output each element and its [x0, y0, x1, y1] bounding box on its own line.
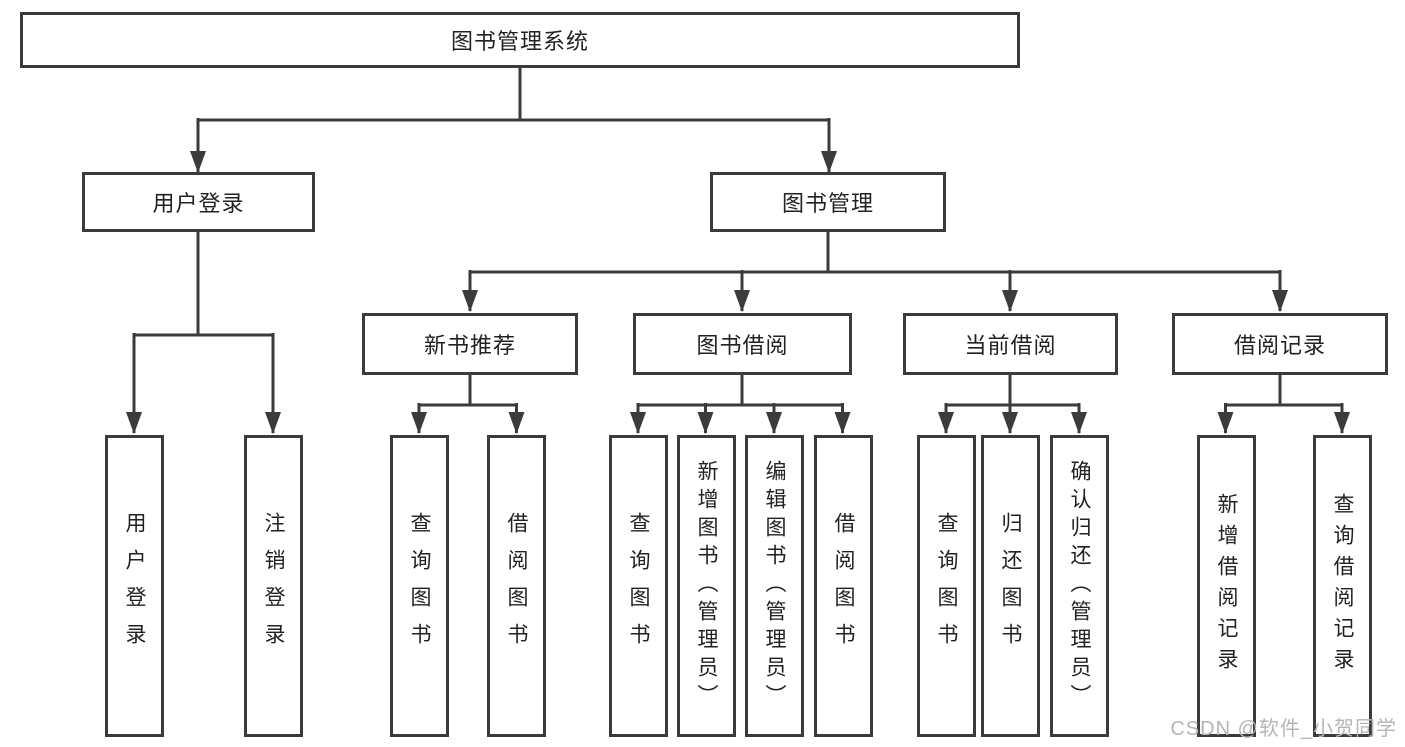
leaf-current-return-books-label: 归还图书: [999, 512, 1022, 660]
node-current-borrow: 当前借阅: [903, 313, 1118, 375]
leaf-current-confirm-return-admin: 确认归还（管理员）: [1050, 435, 1109, 737]
node-user-login: 用户登录: [82, 172, 315, 232]
node-book-borrow: 图书借阅: [633, 313, 852, 375]
node-current-borrow-label: 当前借阅: [964, 333, 1057, 358]
node-root-label: 图书管理系统: [450, 29, 589, 54]
leaf-recommend-borrow-books-label: 借阅图书: [505, 512, 528, 660]
leaf-records-query-record-label: 查询借阅记录: [1331, 493, 1354, 679]
leaf-borrow-query-books: 查询图书: [609, 435, 668, 737]
node-borrow-records-label: 借阅记录: [1233, 333, 1326, 358]
leaf-user-login: 用户登录: [105, 435, 164, 737]
node-root: 图书管理系统: [20, 12, 1020, 68]
watermark: CSDN @软件_小贺同学: [1170, 718, 1397, 740]
leaf-records-query-record: 查询借阅记录: [1313, 435, 1372, 737]
node-borrow-records: 借阅记录: [1172, 313, 1388, 375]
leaf-records-add-record-label: 新增借阅记录: [1215, 493, 1238, 679]
leaf-borrow-query-books-label: 查询图书: [627, 512, 650, 660]
leaf-recommend-query-books-label: 查询图书: [408, 512, 431, 660]
leaf-current-return-books: 归还图书: [981, 435, 1040, 737]
leaf-borrow-add-books-admin-label: 新增图书（管理员）: [695, 460, 718, 712]
leaf-borrow-edit-books-admin: 编辑图书（管理员）: [745, 435, 804, 737]
leaf-borrow-edit-books-admin-label: 编辑图书（管理员）: [763, 460, 786, 712]
leaf-current-confirm-return-admin-label: 确认归还（管理员）: [1068, 460, 1091, 712]
leaf-current-query-books-label: 查询图书: [935, 512, 958, 660]
node-user-login-label: 用户登录: [152, 191, 245, 216]
node-new-book-recommend-label: 新书推荐: [423, 333, 516, 358]
leaf-borrow-add-books-admin: 新增图书（管理员）: [677, 435, 736, 737]
node-book-management-label: 图书管理: [781, 191, 874, 216]
node-new-book-recommend: 新书推荐: [362, 313, 578, 375]
leaf-borrow-borrow-books: 借阅图书: [814, 435, 873, 737]
node-book-management: 图书管理: [710, 172, 946, 232]
leaf-recommend-query-books: 查询图书: [390, 435, 449, 737]
leaf-records-add-record: 新增借阅记录: [1197, 435, 1256, 737]
leaf-logout: 注销登录: [244, 435, 303, 737]
leaf-user-login-label: 用户登录: [123, 512, 146, 660]
node-book-borrow-label: 图书借阅: [696, 333, 789, 358]
leaf-logout-label: 注销登录: [262, 512, 285, 660]
leaf-borrow-borrow-books-label: 借阅图书: [832, 512, 855, 660]
leaf-current-query-books: 查询图书: [917, 435, 976, 737]
leaf-recommend-borrow-books: 借阅图书: [487, 435, 546, 737]
